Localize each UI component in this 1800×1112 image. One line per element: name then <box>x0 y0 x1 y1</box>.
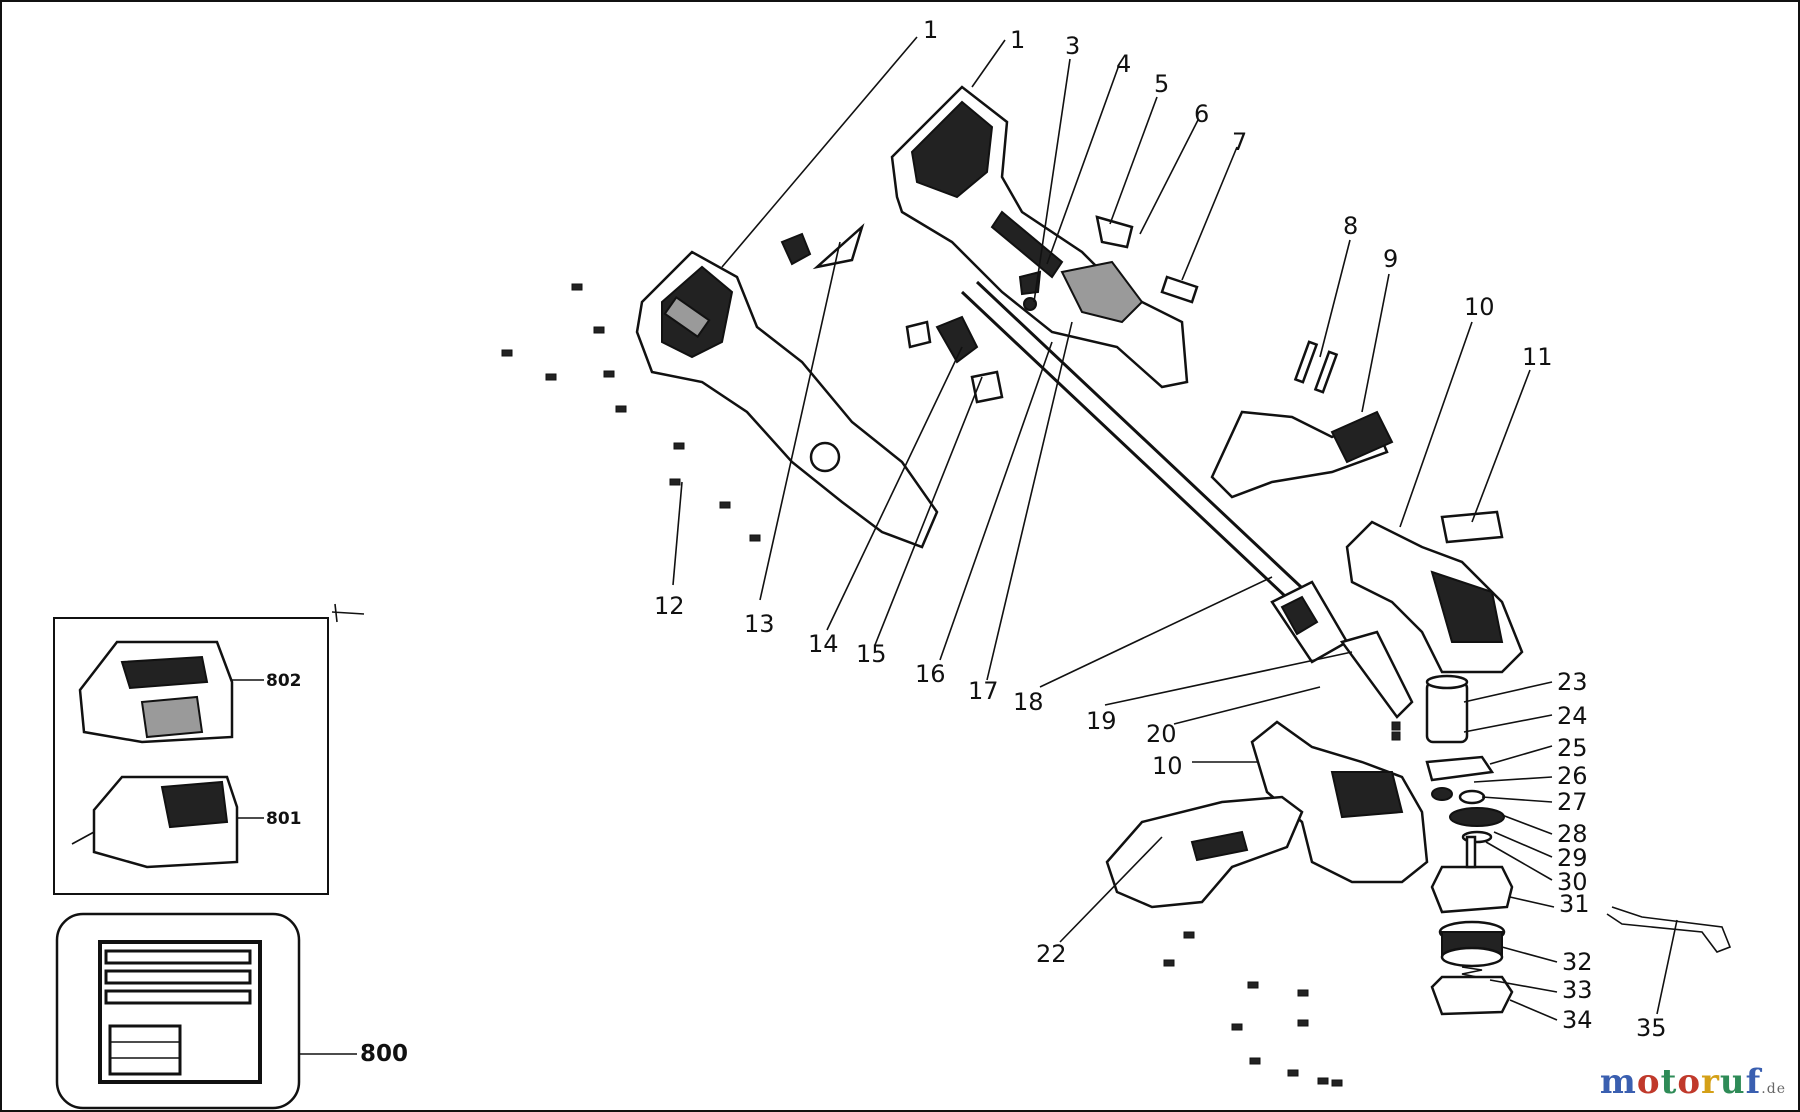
edge-guide-wire <box>1606 906 1732 953</box>
callout-label: 13 <box>744 610 775 638</box>
callout-label: 18 <box>1013 688 1044 716</box>
callout-label: 26 <box>1557 762 1588 790</box>
shaft <box>960 280 1414 719</box>
manual-box: 800 <box>55 912 408 1110</box>
callout-label: 32 <box>1562 948 1593 976</box>
charger-illustration <box>71 775 239 869</box>
callout-label: 20 <box>1146 720 1177 748</box>
guard <box>1105 795 1304 909</box>
callout-label: 17 <box>968 677 999 705</box>
callout-label: 24 <box>1557 702 1588 730</box>
watermark-text: motoruf <box>1599 1062 1762 1102</box>
callout-label: 1 <box>1010 26 1025 54</box>
callout-label: 11 <box>1522 343 1553 371</box>
watermark: motoruf.de <box>1600 1062 1786 1102</box>
callout-label: 10 <box>1464 293 1495 321</box>
callout-label: 6 <box>1194 100 1209 128</box>
callout-label: 15 <box>856 640 887 668</box>
callout-label: 29 <box>1557 844 1588 872</box>
callout-label: 35 <box>1636 1014 1667 1042</box>
callout-numbers: 1 1 3 4 5 6 7 8 9 10 11 12 13 14 15 16 1… <box>654 16 1667 1042</box>
callout-label: 30 <box>1557 868 1588 896</box>
callout-label: 31 <box>1559 890 1590 918</box>
small-switch-parts <box>780 215 1199 404</box>
charger-part-number: 801 <box>266 809 302 829</box>
callout-label: 10 <box>1152 752 1183 780</box>
accessory-box: 802 801 <box>53 603 365 895</box>
callout-label: 34 <box>1562 1006 1593 1034</box>
callout-label: 25 <box>1557 734 1588 762</box>
spool-assembly <box>1430 920 1514 1016</box>
callout-label: 7 <box>1232 128 1247 156</box>
callout-label: 3 <box>1065 32 1080 60</box>
motor-housing-upper <box>1345 510 1524 674</box>
battery-part-number: 802 <box>266 671 302 691</box>
manual-part-number: 800 <box>360 1041 408 1067</box>
auxiliary-handle <box>1210 340 1394 499</box>
callout-label: 28 <box>1557 820 1588 848</box>
callout-label: 19 <box>1086 707 1117 735</box>
callout-label: 27 <box>1557 788 1588 816</box>
callout-label: 33 <box>1562 976 1593 1004</box>
upper-housing-right <box>890 85 1189 389</box>
callout-label: 14 <box>808 630 839 658</box>
callout-label: 8 <box>1343 212 1358 240</box>
watermark-suffix: .de <box>1761 1081 1786 1097</box>
callout-label: 1 <box>923 16 938 44</box>
leader-lines <box>672 36 1678 1021</box>
callout-label: 5 <box>1154 70 1169 98</box>
battery-pack-illustration <box>78 640 234 744</box>
motor-gear-stack <box>1425 674 1514 914</box>
callout-label: 22 <box>1036 940 1067 968</box>
callout-label: 12 <box>654 592 685 620</box>
callout-label: 23 <box>1557 668 1588 696</box>
lower-housing-left <box>635 250 939 549</box>
screws <box>501 283 1401 1087</box>
callout-label: 4 <box>1116 50 1131 78</box>
callout-label: 9 <box>1383 245 1398 273</box>
callout-label: 16 <box>915 660 946 688</box>
motor-housing-lower <box>1250 720 1429 884</box>
